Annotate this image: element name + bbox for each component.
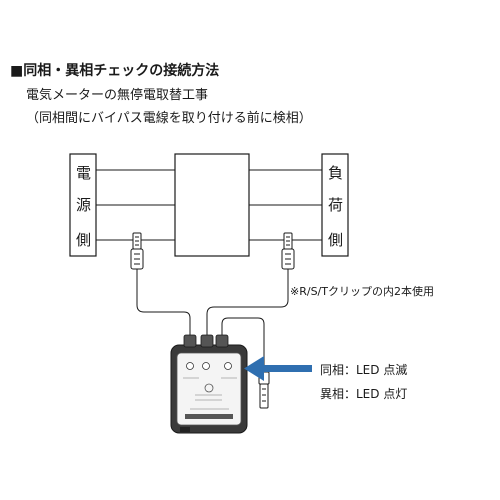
clip-note: ※R/S/Tクリップの内2本使用 (290, 285, 434, 298)
test-leads (136, 269, 289, 372)
source-label-char: 電 (76, 164, 91, 182)
left-clip (130, 232, 144, 270)
source-wires (96, 169, 175, 241)
load-label-char: 荷 (328, 196, 343, 214)
indicator-arrow (244, 356, 312, 381)
led-indicator (186, 362, 194, 370)
led-indicator (202, 362, 210, 370)
load-wires (249, 169, 322, 241)
source-label-char: 側 (76, 231, 91, 249)
source-label-char: 源 (76, 196, 91, 214)
right-clip (281, 232, 295, 270)
description-line-2: （同相間にバイパス電線を取り付ける前に検相） (26, 111, 312, 126)
led-indicator (224, 362, 232, 370)
legend-same-phase: 同相：LED 点滅 (320, 363, 408, 377)
phase-tester (170, 334, 248, 434)
load-label-char: 側 (328, 231, 343, 249)
legend-different-phase: 異相：LED 点灯 (320, 387, 408, 401)
section-heading: ■同相・異相チェックの接続方法 (10, 63, 220, 79)
description-line-1: 電気メーターの無停電取替工事 (26, 88, 209, 103)
meter-box (174, 153, 250, 257)
load-label-char: 負 (328, 164, 343, 182)
